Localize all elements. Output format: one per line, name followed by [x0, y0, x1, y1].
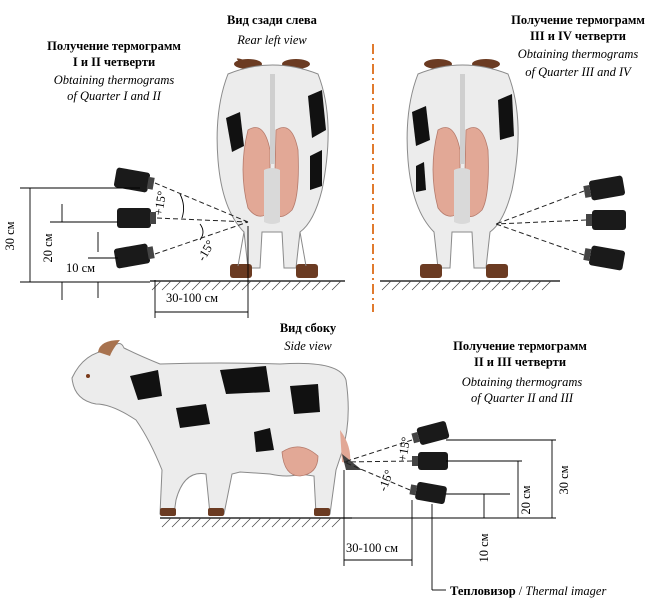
dist-side-label: 30-100 см [346, 541, 398, 555]
dim-10-left-label: 10 см [66, 261, 95, 275]
legend-device-ru: Тепловизор [450, 584, 516, 598]
rear-view-title-en: Rear left view [236, 33, 307, 47]
dim-30-side-label: 30 см [557, 465, 571, 494]
dim-20-left-label: 20 см [41, 233, 55, 262]
angle-arc-up-left [180, 194, 184, 218]
q23-title-ru-1: Получение термограмм [453, 339, 587, 353]
cow-rear-right [407, 59, 518, 278]
q12-title-en-2: of Quarter I and II [67, 89, 162, 103]
rear-left-view: 30 см 20 см 10 см 30-100 см +15° -15° [3, 58, 345, 318]
legend-device-en: Thermal imager [525, 584, 606, 598]
rear-view-title-ru: Вид сзади слева [227, 13, 318, 27]
q12-title-en-1: Obtaining thermograms [54, 73, 175, 87]
angle-up-side-label: +15° [395, 436, 413, 463]
q23-title-en-1: Obtaining thermograms [462, 375, 583, 389]
legend-text: Тепловизор / Thermal imager [450, 584, 606, 598]
dim-10-side-label: 10 см [477, 533, 491, 562]
thermal-imager-side-bottom [409, 482, 447, 505]
q12-title-ru-2: I и II четверти [73, 55, 155, 69]
cow-rear-left [217, 58, 328, 278]
thermal-imager-left-bottom [114, 243, 155, 269]
ground-hatch-right [382, 281, 551, 290]
side-view-title-ru: Вид сбоку [280, 321, 337, 335]
view-line-right-middle [496, 220, 586, 224]
angle-down-left-label: -15° [194, 238, 217, 264]
legend-separator: / [516, 584, 526, 598]
thermal-imager-side-top [411, 420, 449, 445]
angle-down-side-label: -15° [376, 468, 397, 493]
ground-hatch-left [152, 281, 341, 290]
q34-title-en-2: of Quarter III and IV [525, 65, 632, 79]
thermal-imager-right-top [583, 175, 625, 201]
side-view-title-en: Side view [284, 339, 332, 353]
q34-title-ru-2: III и IV четверти [530, 29, 626, 43]
q34-title-en-1: Obtaining thermograms [518, 47, 639, 61]
thermal-imager-left-top [114, 167, 155, 193]
thermal-imager-right-middle [586, 210, 626, 230]
cow-side [72, 340, 362, 516]
q23-title-en-2: of Quarter II and III [471, 391, 574, 405]
angle-up-left-label: +15° [151, 190, 169, 217]
thermal-imager-side-middle [412, 452, 448, 470]
dim-20-side-label: 20 см [519, 485, 533, 514]
q34-title-ru-1: Получение термограмм [511, 13, 645, 27]
view-line-right-bottom [496, 224, 584, 255]
thermal-imager-left-middle [117, 208, 156, 228]
q23-title-ru-2: II и III четверти [474, 355, 566, 369]
ground-hatch-side [162, 518, 341, 527]
rear-right-view [380, 59, 626, 290]
thermal-imager-right-bottom [583, 245, 625, 271]
dim-30-left-label: 30 см [3, 221, 17, 250]
q12-title-ru-1: Получение термограмм [47, 39, 181, 53]
dist-left-label: 30-100 см [166, 291, 218, 305]
